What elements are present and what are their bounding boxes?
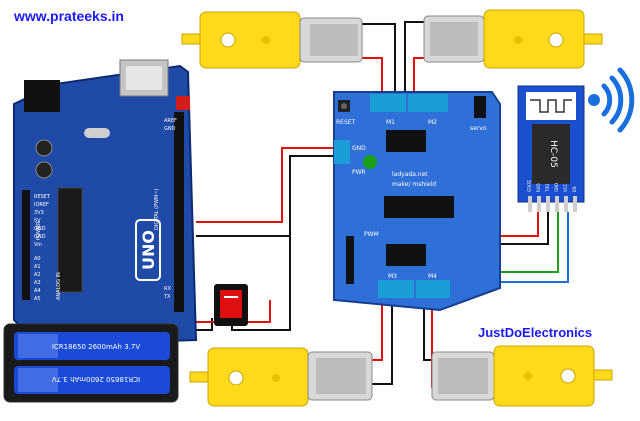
bt-pin — [546, 196, 550, 212]
bt-pin-label: RXD — [536, 183, 541, 192]
motor-top-right — [423, 9, 603, 69]
arduino-label: ANALOG IN — [56, 272, 62, 300]
arduino-label: AREF — [164, 118, 177, 124]
bluetooth-module: HC-05 STATE RXD TXD GND VCC EN — [517, 85, 585, 212]
power-header — [22, 190, 30, 300]
bt-pin — [573, 196, 577, 212]
battery-cell-1-label: ICR18650 2600mAh 3.7V — [52, 343, 141, 351]
motor-bottom-left — [189, 347, 373, 407]
digital-header — [174, 112, 184, 312]
terminal-m1 — [370, 94, 406, 112]
atmega-chip — [57, 187, 83, 293]
l293d-chip-1 — [386, 130, 426, 152]
motor-bottom-right — [431, 345, 613, 407]
wire-motor-tr-red — [413, 57, 424, 98]
arduino-silkscreen: DIGITAL (PWM~) ANALOG IN POWER RESET IOREF 3V… — [34, 118, 177, 302]
terminal-m4 — [416, 280, 450, 298]
shield-label: M3 — [388, 273, 397, 280]
arduino-label: GND — [164, 126, 176, 132]
shield-label: ladyada.net — [392, 171, 428, 178]
arduino-label: 3V3 — [34, 210, 44, 216]
arduino-uno-board: UNO DIGITAL (PWM~) ANALOG IN POWER RESET IOR… — [13, 59, 198, 347]
wire-motor-tr-black — [404, 21, 424, 98]
bt-pin-label: GND — [554, 183, 559, 192]
wire-motor-tl-black — [362, 23, 396, 98]
arduino-model-label: UNO — [139, 230, 158, 270]
shield-label: M2 — [428, 119, 437, 126]
bt-pin — [528, 196, 532, 212]
arduino-label: Vin — [34, 242, 42, 248]
analog-header — [346, 236, 354, 284]
shield-label: RESET — [336, 119, 356, 126]
shield-label: M1 — [386, 119, 395, 126]
bt-model-label: HC-05 — [548, 140, 558, 168]
bt-pin — [564, 196, 568, 212]
bt-pin-label: TXD — [545, 184, 550, 193]
reset-button — [176, 96, 190, 110]
terminal-m3 — [378, 280, 414, 298]
site-url: www.prateeks.in — [14, 8, 124, 24]
brand-name: JustDoElectronics — [478, 325, 593, 340]
bt-pin-label: VCC — [563, 183, 568, 192]
arduino-label: 5V — [34, 218, 41, 224]
wire-motor-br-black — [423, 296, 432, 361]
arduino-label: A0 — [34, 256, 41, 262]
wire-gnd-black — [196, 155, 334, 237]
shield-label: GND — [352, 145, 366, 152]
shield-label: make/ mshield — [392, 181, 436, 188]
wire-motor-bl-red — [372, 296, 383, 361]
rocker-switch-icon — [214, 284, 248, 326]
arduino-label: A1 — [34, 264, 41, 270]
battery-cell-1: ICR18650 2600mAh 3.7V — [14, 332, 170, 360]
battery-cell-2: ICR18650 2600mAh 3.7V — [14, 366, 170, 394]
wifi-signal-icon — [588, 67, 635, 133]
shield-label: M4 — [428, 273, 437, 280]
arduino-label: A2 — [34, 272, 41, 278]
terminal-power — [334, 140, 350, 164]
bt-pin-label: EN — [572, 186, 577, 192]
motor-top-left — [181, 11, 363, 69]
bt-pin — [555, 196, 559, 212]
chip-3 — [424, 196, 454, 218]
arduino-label: GND — [34, 226, 46, 232]
arduino-label: POWER — [36, 221, 42, 240]
bt-pin — [537, 196, 541, 212]
uno-logo: UNO — [135, 219, 161, 281]
shield-label: PWM — [364, 231, 379, 238]
battery-holder: ICR18650 2600mAh 3.7V ICR18650 2600mAh 3… — [3, 323, 179, 403]
wire-motor-bl-black — [372, 296, 393, 385]
shield-label: servo — [470, 125, 487, 132]
wire-vin-red — [196, 147, 334, 223]
bt-antenna-pcb — [526, 92, 576, 120]
wire-bt-rxd — [470, 212, 569, 283]
servo-header — [474, 96, 486, 118]
arduino-label: RX — [164, 286, 171, 292]
arduino-label: GND — [34, 234, 46, 240]
bt-pin-row: STATE RXD TXD GND VCC EN — [527, 179, 577, 212]
arduino-label: IOREF — [34, 202, 49, 208]
arduino-label: DIGITAL (PWM~) — [154, 188, 160, 230]
power-led — [363, 155, 377, 169]
l293d-chip-2 — [386, 244, 426, 266]
shield-label: PWR — [352, 169, 366, 176]
arduino-label: TX — [163, 294, 171, 300]
shift-register-chip — [384, 196, 424, 218]
bt-pin-label: STATE — [527, 179, 532, 192]
terminal-m2 — [408, 94, 448, 112]
wire-batt-red — [176, 300, 271, 323]
arduino-label: A4 — [34, 288, 41, 294]
arduino-label: A3 — [34, 280, 41, 286]
wire-motor-tl-red — [362, 57, 383, 98]
arduino-label: A5 — [34, 296, 41, 302]
dc-jack — [24, 80, 60, 112]
battery-cell-2-label: ICR18650 2600mAh 3.7V — [52, 375, 141, 383]
arduino-label: RESET — [34, 194, 51, 200]
